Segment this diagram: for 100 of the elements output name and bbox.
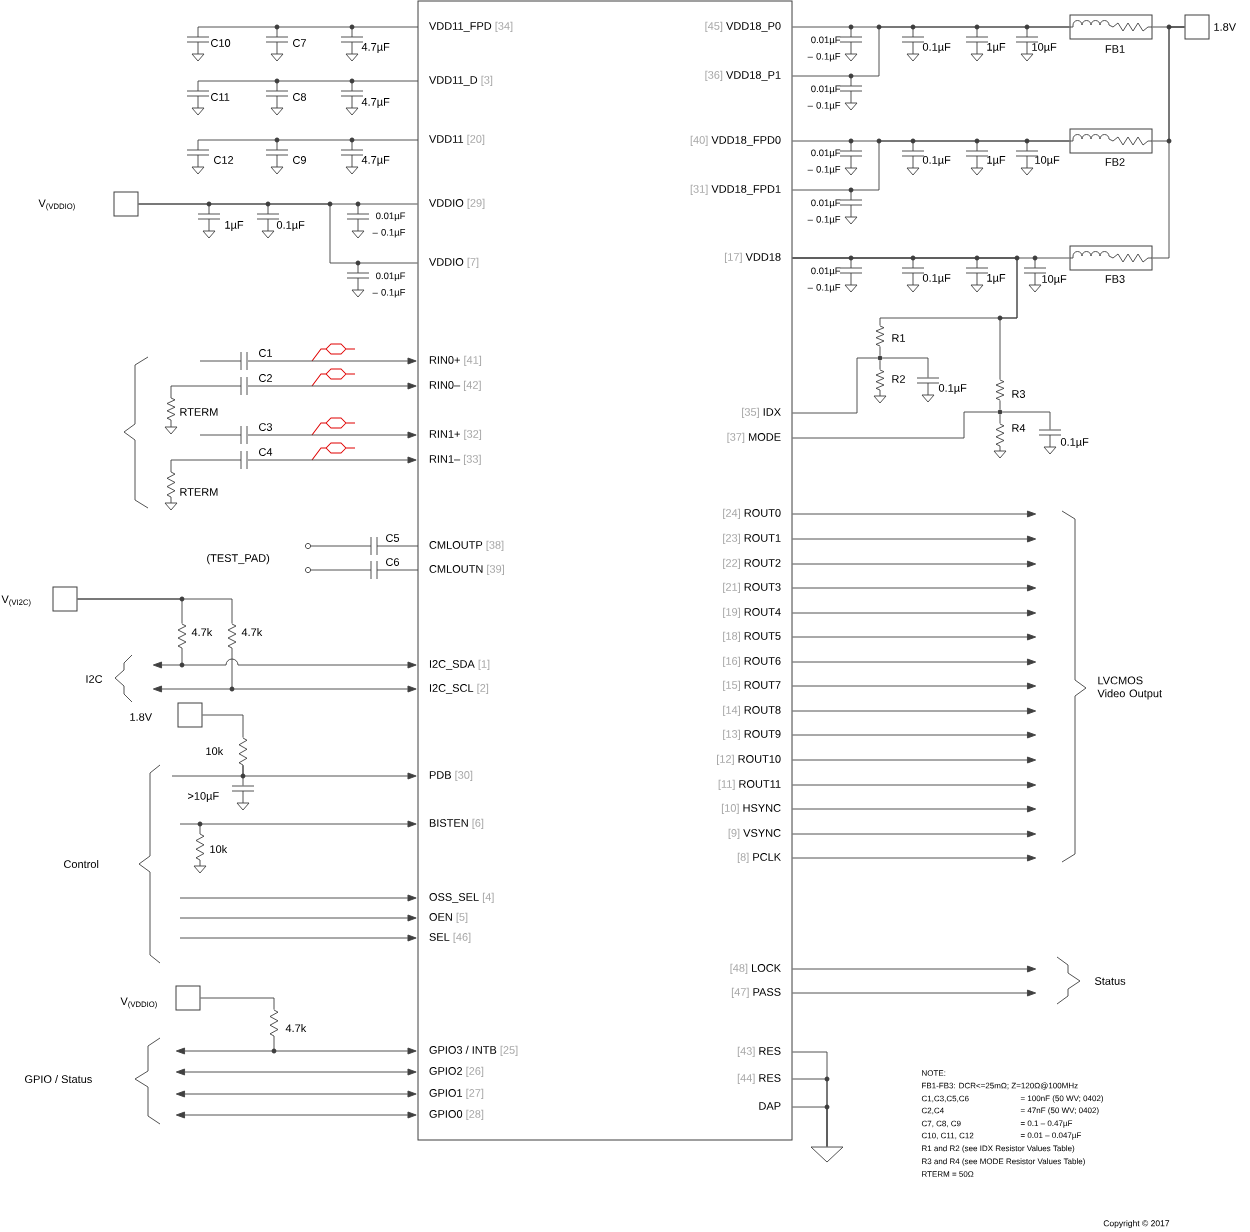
value-label: 1µF — [987, 274, 1006, 284]
part-label: RTERM — [180, 488, 218, 496]
part-label: C7 — [293, 39, 306, 47]
supply-label: V$_{(VDDIO)}$ — [120, 997, 157, 1009]
note-text: C10, C11, C12 — [921, 1132, 974, 1140]
part-label: 4.7k — [241, 628, 263, 636]
pin-label: GPIO3 / INTB [25] — [429, 1045, 518, 1057]
part-label: C8 — [293, 93, 307, 101]
signal-arrow — [247, 357, 417, 365]
pin-label: OSS_SEL [4] — [429, 892, 494, 904]
wire — [792, 411, 998, 439]
wire — [138, 203, 418, 264]
value-label: 0.1µF — [922, 43, 951, 53]
wire — [999, 414, 1001, 424]
pin-label: CMLOUTN [39] — [429, 564, 504, 576]
note-text: C1,C3,C5,C6 — [921, 1095, 969, 1103]
pin-label: GPIO2 [26] — [429, 1066, 484, 1078]
pin-label: [37] MODE — [727, 432, 781, 444]
part-label: R3 — [1012, 390, 1026, 398]
signal-arrow — [179, 934, 417, 942]
value-label: 0.01µF – 0.1µF — [807, 85, 841, 111]
part-label: C1 — [259, 349, 272, 357]
signal-arrow — [152, 685, 417, 693]
pin-label: CMLOUTP [38] — [429, 540, 504, 552]
pin-label: [18] ROUT5 — [723, 631, 781, 643]
pin-label: VDD11_FPD [34] — [429, 21, 513, 33]
pin-label: GPIO0 [28] — [429, 1109, 484, 1121]
group-label: LVCMOS Video Output — [1097, 676, 1162, 700]
wire — [77, 598, 233, 624]
signal-arrow — [175, 1047, 417, 1055]
wire — [242, 765, 244, 786]
signal-arrow — [247, 431, 417, 439]
supply-label: V$_{(VDDIO)}$ — [38, 199, 75, 211]
signal-arrow — [792, 609, 1037, 617]
pin-label: [23] ROUT1 — [723, 533, 781, 545]
resistor-symbol — [875, 325, 885, 347]
part-label: R1 — [892, 334, 905, 342]
wire — [1152, 26, 1185, 259]
signal-arrow — [792, 682, 1037, 690]
part-label: RTERM — [180, 408, 218, 416]
part-label: R2 — [892, 375, 905, 383]
signal-arrow — [792, 830, 1037, 838]
pin-label: RIN1– [33] — [429, 454, 481, 466]
connector-square — [175, 985, 201, 1011]
group-label: GPIO / Status — [25, 1075, 92, 1084]
resistor-symbol — [995, 379, 1005, 401]
wire — [792, 257, 1018, 380]
group-label: Status — [1094, 977, 1126, 985]
pin-label: VDD11_D [3] — [429, 75, 493, 87]
part-label: 0.1µF — [1060, 438, 1089, 448]
value-label: 1µF — [987, 43, 1006, 53]
pin-label: [14] ROUT8 — [723, 705, 781, 717]
pin-label: [12] ROUT10 — [717, 754, 781, 766]
pin-label: [31] VDD18_FPD1 — [690, 184, 781, 196]
signal-arrow — [792, 707, 1037, 715]
pin-label: [13] ROUT9 — [723, 729, 781, 741]
signal-arrow — [179, 820, 417, 828]
part-label: 0.1µF — [938, 384, 967, 394]
part-label: >10µF — [188, 792, 219, 802]
pin-label: [44] RES — [737, 1073, 781, 1085]
resistor-symbol — [269, 1009, 279, 1052]
part-label: C5 — [386, 534, 400, 542]
pin-label: [16] ROUT6 — [723, 656, 781, 668]
signal-arrow — [175, 1068, 417, 1076]
value-label: 4.7µF — [361, 156, 390, 166]
pin-label: [10] HSYNC — [721, 803, 781, 815]
signal-arrow — [175, 1090, 417, 1098]
pin-label: [22] ROUT2 — [723, 558, 781, 570]
part-label: 4.7k — [285, 1024, 307, 1032]
ground-symbol — [810, 1146, 844, 1163]
pin-label: [8] PCLK — [737, 852, 781, 864]
note-text: FB1-FB3: DCR<=25mΩ; Z=120Ω@100MHz — [922, 1082, 1078, 1090]
pin-label: [15] ROUT7 — [723, 680, 781, 692]
pin-label: RIN0+ [41] — [429, 355, 482, 367]
connector-square — [113, 191, 139, 217]
part-label: 4.7k — [191, 628, 213, 636]
pin-label: RIN1+ [32] — [429, 429, 482, 441]
pin-label: [35] IDX — [742, 407, 781, 419]
pin-label: VDDIO [29] — [429, 198, 485, 210]
value-label: 0.01µF – 0.1µF — [807, 36, 841, 62]
pin-label: DAP — [759, 1102, 781, 1110]
group-label: I2C — [86, 675, 103, 683]
pin-label: OEN [5] — [429, 912, 468, 924]
pin-label: I2C_SDA [1] — [430, 659, 490, 671]
resistor-symbol — [993, 423, 1007, 459]
pin-label: [21] ROUT3 — [723, 582, 781, 594]
part-label: C11 — [211, 93, 230, 101]
value-label: 10µF — [1032, 43, 1057, 53]
signal-arrow — [179, 894, 417, 902]
pin-label: SEL [46] — [429, 932, 471, 944]
signal-arrow — [792, 584, 1037, 592]
pin-label: [43] RES — [737, 1046, 781, 1058]
wire — [202, 714, 244, 738]
part-label: 10k — [206, 747, 224, 756]
value-label: 0.1µF — [276, 221, 305, 231]
pin-label: PDB [30] — [429, 770, 473, 782]
note-text: R1 and R2 (see IDX Resistor Values Table) — [922, 1145, 1075, 1153]
value-label: 0.1µF — [922, 156, 951, 166]
value-label: 10µF — [1035, 156, 1060, 166]
signal-arrow — [171, 772, 417, 780]
